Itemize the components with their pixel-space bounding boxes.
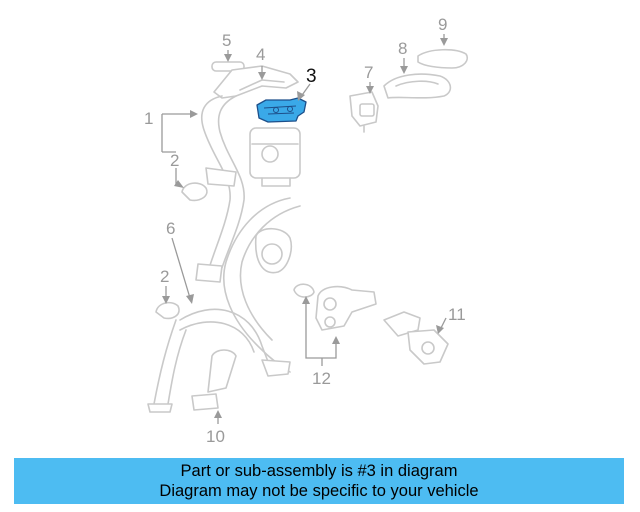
part-8-loop-guide <box>383 73 452 99</box>
part-3-highlighted-bracket <box>256 97 307 123</box>
part-2-grommet-upper <box>181 182 208 202</box>
part-7-mount-bracket <box>349 91 379 133</box>
part-12-anchor-plate <box>293 283 377 331</box>
banner-line-disclaimer: Diagram may not be specific to your vehi… <box>159 482 479 500</box>
part-6-rear-belt <box>147 197 301 413</box>
callout-11: 11 <box>448 305 466 324</box>
part-11-receiver <box>383 311 449 365</box>
callout-9: 9 <box>438 15 447 34</box>
parts-diagram: 1 2 3 4 5 6 2 7 8 9 10 11 12 <box>144 15 468 446</box>
callout-3: 3 <box>306 66 317 87</box>
callout-12: 12 <box>312 369 331 388</box>
callout-labels: 1 2 3 4 5 6 2 7 8 9 10 11 12 <box>144 15 466 446</box>
callout-2-lower: 2 <box>160 267 169 286</box>
callout-2-upper: 2 <box>170 151 179 170</box>
info-banner: Part or sub-assembly is #3 in diagram Di… <box>14 458 624 504</box>
callout-8: 8 <box>398 39 407 58</box>
part-4-anchor <box>213 65 299 99</box>
callout-7: 7 <box>364 63 373 82</box>
part-2-grommet-lower <box>155 301 180 320</box>
part-1-belt-webbing <box>195 95 245 283</box>
leader-lines <box>161 34 448 424</box>
callout-5: 5 <box>222 31 231 50</box>
callout-6: 6 <box>166 219 175 238</box>
part-9-cover <box>417 48 468 69</box>
callout-1: 1 <box>144 109 153 128</box>
retractor-assembly <box>249 127 301 187</box>
callout-4: 4 <box>256 45 265 64</box>
callout-10: 10 <box>206 427 225 446</box>
part-10-buckle <box>191 349 237 411</box>
banner-line-part-number: Part or sub-assembly is #3 in diagram <box>180 462 458 480</box>
